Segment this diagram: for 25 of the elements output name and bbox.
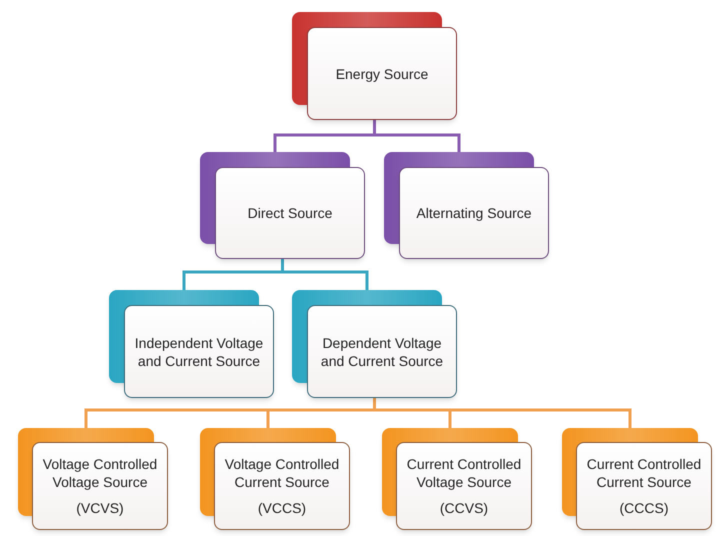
node-text: Alternating Source <box>416 204 532 222</box>
connector-line <box>373 398 632 428</box>
node-text: Current Controlled Voltage Source <box>406 455 522 491</box>
node-text: Voltage Controlled Current Source <box>224 455 340 491</box>
stacked-box <box>292 290 457 398</box>
node-text: (CCCS) <box>620 499 668 517</box>
node-text: Current Controlled Current Source <box>586 455 702 491</box>
node-text: (VCVS) <box>76 499 124 517</box>
stacked-box <box>109 290 274 398</box>
node-text: Dependent Voltage and Current Source <box>320 334 444 370</box>
stacked-box <box>292 12 457 120</box>
stacked-box <box>382 428 532 530</box>
stacked-box <box>18 428 168 530</box>
stacked-box <box>200 428 350 530</box>
node-text: Independent Voltage and Current Source <box>134 334 264 370</box>
node-text: (VCCS) <box>258 499 306 517</box>
node-text: Voltage Controlled Voltage Source <box>42 455 158 491</box>
node-text: (CCVS) <box>440 499 488 517</box>
stacked-box <box>384 152 549 259</box>
node-text: Energy Source <box>336 64 428 82</box>
stacked-box <box>562 428 712 530</box>
connector-line <box>373 120 460 152</box>
connector-line <box>281 259 368 290</box>
stacked-box <box>200 152 365 259</box>
node-text: Direct Source <box>248 204 332 222</box>
